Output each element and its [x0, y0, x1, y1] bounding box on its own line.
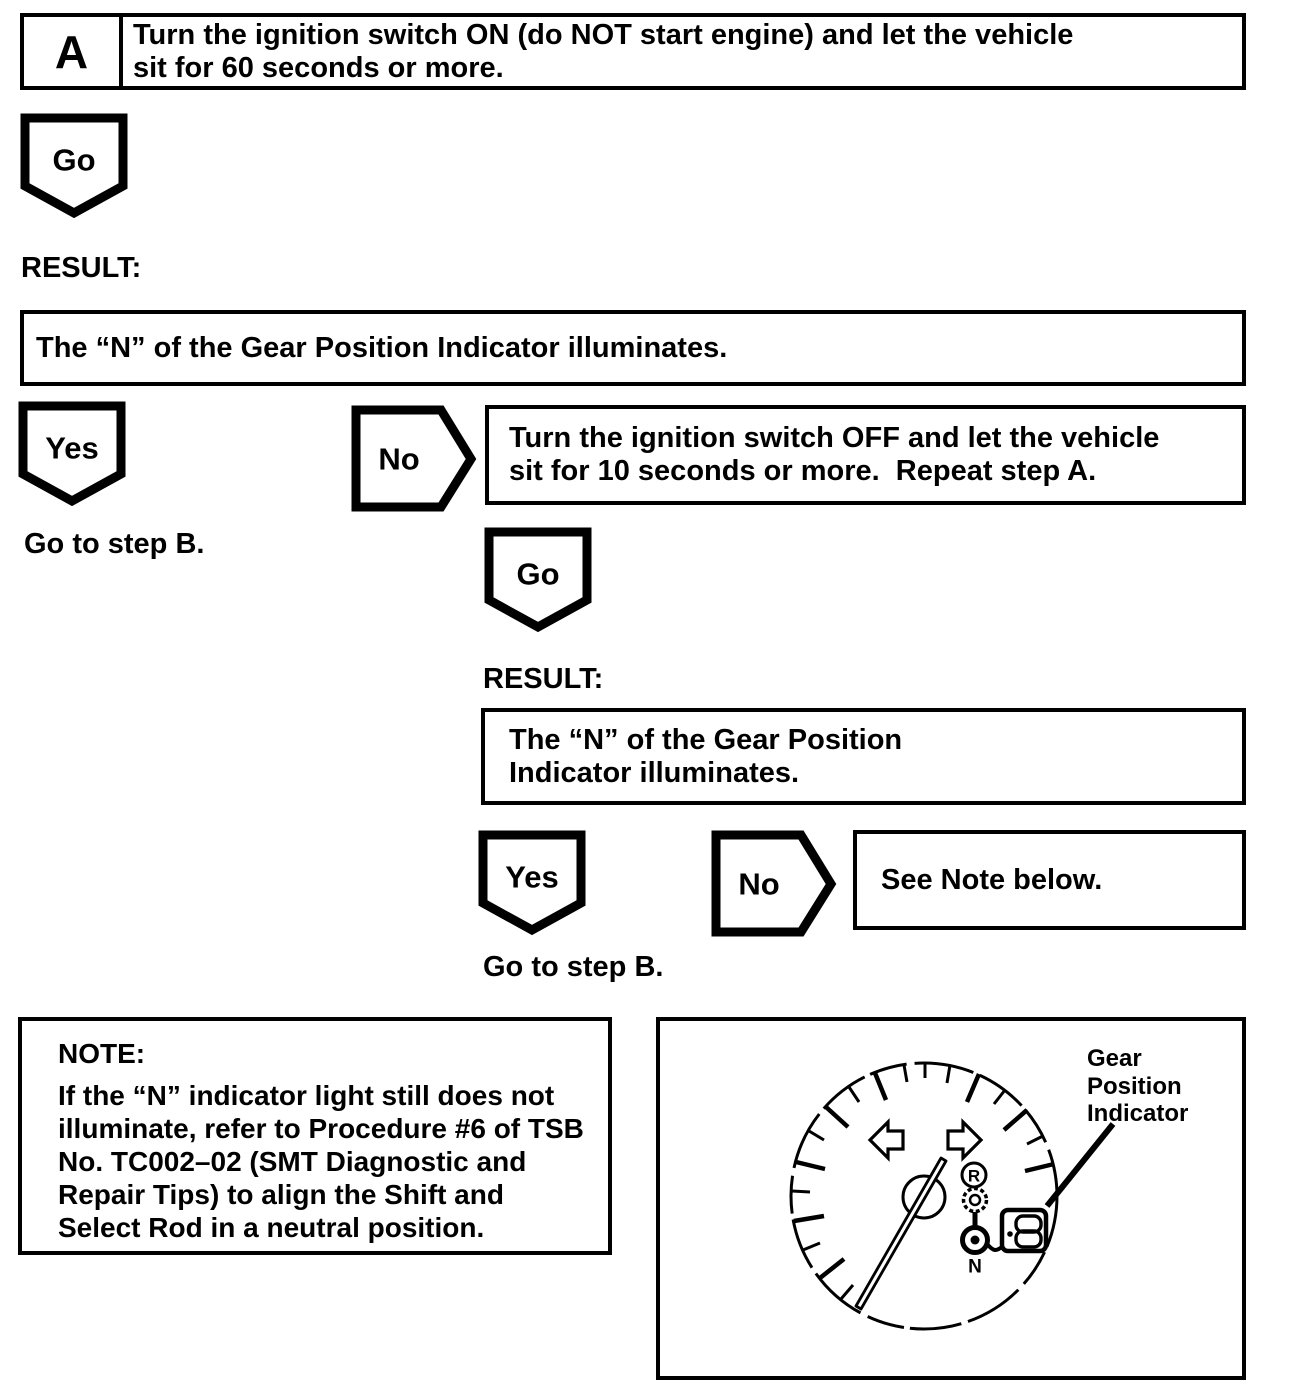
gear-icon [961, 1186, 989, 1214]
result-box-2: The “N” of the Gear Position Indicator i… [481, 708, 1246, 805]
shift-right-arrow-icon [946, 1118, 984, 1162]
yes-connector-2: Yes [478, 830, 586, 936]
go-to-step-b-2: Go to step B. [483, 951, 664, 983]
step-a-instruction: Turn the ignition switch ON (do NOT star… [123, 17, 1073, 86]
diagram-caption: Gear Position Indicator [1087, 1045, 1188, 1127]
display-dot [1007, 1231, 1013, 1237]
go-to-step-b-1: Go to step B. [24, 528, 205, 560]
note-body-line: If the “N” indicator light still does no… [58, 1080, 555, 1111]
note-body-line: Select Rod in a neutral position. [58, 1212, 485, 1243]
diagram-box: R N Gear Position Indicator [656, 1017, 1246, 1380]
no-label: No [738, 867, 779, 902]
caption-leader-line [1044, 1122, 1116, 1208]
pentagon-down-icon [20, 113, 128, 219]
result-heading-1: RESULT: [21, 252, 142, 284]
no-label: No [378, 442, 419, 477]
see-note-box: See Note below. [853, 830, 1246, 930]
pentagon-down-icon [478, 830, 586, 936]
step-a-id: A [24, 17, 123, 86]
step-a-box: A Turn the ignition switch ON (do NOT st… [20, 13, 1246, 90]
go-label: Go [516, 557, 559, 592]
gauge-needle [854, 1156, 948, 1311]
note-box: NOTE: If the “N” indicator light still d… [18, 1017, 612, 1255]
no-action-box-1: Turn the ignition switch OFF and let the… [485, 405, 1246, 505]
action-line: sit for 10 seconds or more. Repeat step … [509, 455, 1097, 487]
note-body-line: No. TC002–02 (SMT Diagnostic and [58, 1146, 527, 1177]
caption-line: Indicator [1087, 1100, 1188, 1127]
go-connector-2: Go [484, 527, 592, 633]
note-body: If the “N” indicator light still does no… [58, 1079, 594, 1244]
note-body-line: illuminate, refer to Procedure #6 of TSB [58, 1113, 584, 1144]
result-heading-2: RESULT: [483, 663, 604, 695]
yes-label: Yes [505, 860, 558, 895]
go-connector-1: Go [20, 113, 128, 219]
gear-icon-center [968, 1193, 982, 1207]
neutral-label: N [968, 1257, 982, 1278]
note-body-line: Repair Tips) to align the Shift and [58, 1179, 504, 1210]
result-text: The “N” of the Gear Position Indicator i… [36, 331, 728, 364]
caption-line: Position [1087, 1073, 1182, 1100]
instruction-line: Turn the ignition switch ON (do NOT star… [133, 18, 1074, 51]
result-line: Indicator illuminates. [509, 756, 800, 789]
no-connector-1: No [351, 405, 477, 512]
action-line: Turn the ignition switch OFF and let the… [509, 422, 1160, 454]
go-label: Go [52, 143, 95, 178]
reverse-indicator-label: R [968, 1167, 980, 1186]
result-box-1: The “N” of the Gear Position Indicator i… [20, 310, 1246, 386]
shift-left-arrow-icon [867, 1118, 905, 1162]
neutral-lamp-center [970, 1235, 980, 1245]
display-eight-bottom [1014, 1229, 1043, 1249]
yes-connector-1: Yes [18, 401, 126, 507]
pentagon-down-icon [484, 527, 592, 633]
result-line: The “N” of the Gear Position [509, 723, 903, 756]
tachometer-illustration: R N Gear Position Indicator [789, 1045, 1188, 1331]
see-note-text: See Note below. [881, 863, 1103, 896]
no-connector-2: No [711, 830, 837, 937]
gauge-minor-ticks [791, 1063, 1044, 1300]
caption-line: Gear [1087, 1045, 1142, 1072]
note-heading: NOTE: [58, 1038, 146, 1069]
pentagon-down-icon [18, 401, 126, 507]
pentagon-right-icon [351, 405, 477, 512]
gauge-major-ticks [793, 1072, 1055, 1280]
yes-label: Yes [45, 431, 98, 466]
instruction-line: sit for 60 seconds or more. [133, 51, 504, 84]
pentagon-right-icon [711, 830, 837, 937]
